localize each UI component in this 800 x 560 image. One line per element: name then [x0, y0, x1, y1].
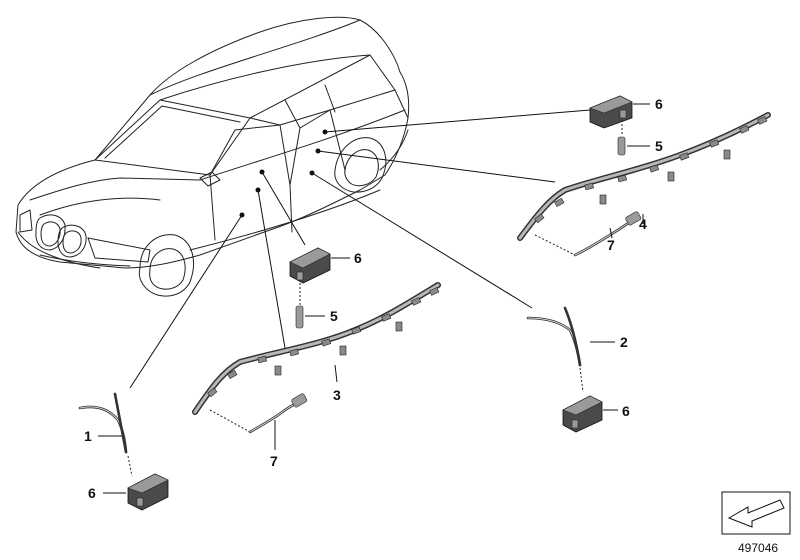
airbag-sensor-wire-assembly [526, 306, 603, 433]
navigation-arrow-icon[interactable] [721, 491, 791, 535]
callout-6-left-bottom: 6 [88, 485, 96, 501]
callout-7-right: 7 [607, 237, 615, 253]
callout-3: 3 [333, 387, 341, 403]
leader-lines [129, 109, 591, 389]
callout-6-top: 6 [655, 96, 663, 112]
callout-5-mid: 5 [330, 308, 338, 324]
head-airbag-rail-left [192, 282, 441, 434]
callout-4: 4 [639, 216, 647, 232]
car-outline-icon [15, 16, 410, 297]
callout-7-left: 7 [270, 453, 278, 469]
airbag-sensor-wire-assembly [78, 392, 169, 511]
airbag-sensor-icon [589, 95, 633, 156]
callout-6-mid: 6 [354, 250, 362, 266]
callout-1: 1 [84, 428, 92, 444]
callout-5-top: 5 [655, 138, 663, 154]
callout-2: 2 [620, 334, 628, 350]
airbag-sensor-icon [289, 247, 331, 329]
callout-6-right-bottom: 6 [622, 403, 630, 419]
head-airbag-rail-right [517, 112, 771, 257]
callout-leaders [98, 103, 650, 494]
diagram-number: 497046 [738, 541, 778, 555]
